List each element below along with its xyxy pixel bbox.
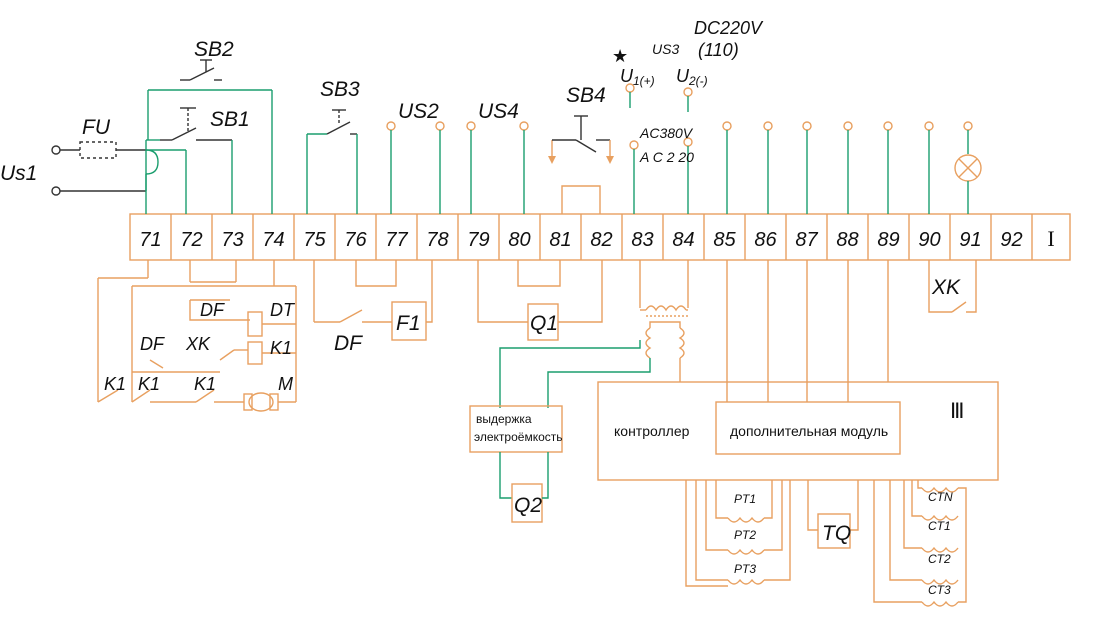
labels: Us1 FU SB2 SB1 SB3 US2 US4 SB4 ★ US3 DC2… bbox=[0, 18, 964, 597]
terminal-72: 72 bbox=[180, 229, 202, 251]
ac380-label: AC380V bbox=[639, 125, 694, 141]
dc220-label: DC220V bbox=[694, 18, 764, 38]
sb4-label: SB4 bbox=[566, 84, 606, 107]
tq-label: TQ bbox=[822, 522, 851, 545]
dc110-label: (110) bbox=[698, 40, 739, 60]
us1-terminal-2 bbox=[51, 186, 61, 196]
delay-label-1: выдержка bbox=[476, 412, 532, 426]
ctn-label: CTN bbox=[928, 490, 953, 504]
f1-label: F1 bbox=[396, 312, 421, 335]
terminal-82: 82 bbox=[590, 229, 612, 251]
terminal-78: 78 bbox=[426, 229, 448, 251]
terminal-85: 85 bbox=[713, 229, 736, 251]
terminal-77: 77 bbox=[385, 229, 408, 251]
us2-label: US2 bbox=[398, 100, 439, 123]
df-mid-label: DF bbox=[334, 332, 363, 355]
terminal-74: 74 bbox=[262, 229, 284, 251]
xk-right-label: XK bbox=[931, 276, 961, 299]
pt2-label: PT2 bbox=[734, 528, 756, 542]
delay-label-2: электроёмкость bbox=[474, 430, 563, 444]
ct1-label: CT1 bbox=[928, 519, 951, 533]
sb2-label: SB2 bbox=[194, 38, 234, 61]
terminal-89: 89 bbox=[877, 229, 899, 251]
k1-contact-c-label: K1 bbox=[194, 374, 216, 394]
k1-contact-a-label: K1 bbox=[104, 374, 126, 394]
motor-icon bbox=[248, 392, 274, 412]
terminal-88: 88 bbox=[836, 229, 858, 251]
us1-label: Us1 bbox=[0, 162, 37, 185]
motor-label: M bbox=[278, 374, 293, 394]
terminal-86: 86 bbox=[754, 229, 777, 251]
terminal-73: 73 bbox=[221, 229, 243, 251]
terminal-81: 81 bbox=[549, 229, 571, 251]
terminal-75: 75 bbox=[303, 229, 326, 251]
terminal-76: 76 bbox=[344, 229, 367, 251]
ct2-label: CT2 bbox=[928, 552, 951, 566]
dt-label: DT bbox=[270, 300, 296, 320]
section-three-mark: Ⅲ bbox=[950, 400, 964, 423]
k1-contact-b-label: K1 bbox=[138, 374, 160, 394]
terminal-71: 71 bbox=[139, 229, 161, 251]
ac220-label: A C 2 20 bbox=[639, 149, 694, 165]
u1-label: U1(+) bbox=[620, 66, 655, 88]
sb3-label: SB3 bbox=[320, 78, 360, 101]
addon-module-label: дополнительная модуль bbox=[730, 423, 888, 439]
ct3-label: CT3 bbox=[928, 583, 951, 597]
fu-label: FU bbox=[82, 116, 111, 139]
pt3-label: PT3 bbox=[734, 562, 756, 576]
terminal-87: 87 bbox=[795, 229, 818, 251]
k1-coil-label: K1 bbox=[270, 338, 292, 358]
us3-label: US3 bbox=[652, 41, 679, 57]
us1-terminal-1 bbox=[51, 145, 61, 155]
df-coil-label: DF bbox=[200, 300, 225, 320]
pt1-label: PT1 bbox=[734, 492, 756, 506]
terminal-92: 92 bbox=[1000, 229, 1022, 251]
q1-label: Q1 bbox=[530, 312, 558, 335]
terminal-83: 83 bbox=[631, 229, 653, 251]
fuse-fu bbox=[79, 141, 117, 159]
xk-left-label: XK bbox=[185, 334, 211, 354]
sb1-label: SB1 bbox=[210, 108, 250, 131]
terminal-strip: 71 72 73 74 75 76 77 78 79 80 81 82 83 84 85 86 87 88 89 90… bbox=[129, 213, 1071, 261]
q2-label: Q2 bbox=[514, 494, 542, 517]
terminal-91: 91 bbox=[959, 229, 981, 251]
terminal-80: 80 bbox=[508, 229, 530, 251]
df-left-label: DF bbox=[140, 334, 165, 354]
terminal-79: 79 bbox=[467, 229, 489, 251]
controller-label: контроллер bbox=[614, 423, 690, 439]
star-icon: ★ bbox=[612, 46, 628, 66]
orange-wiring bbox=[97, 260, 999, 607]
section-one-mark: I bbox=[1047, 226, 1054, 251]
green-wiring bbox=[51, 59, 982, 214]
terminal-84: 84 bbox=[672, 229, 694, 251]
u2-label: U2(-) bbox=[676, 66, 708, 88]
terminal-90: 90 bbox=[918, 229, 940, 251]
us4-label: US4 bbox=[478, 100, 519, 123]
